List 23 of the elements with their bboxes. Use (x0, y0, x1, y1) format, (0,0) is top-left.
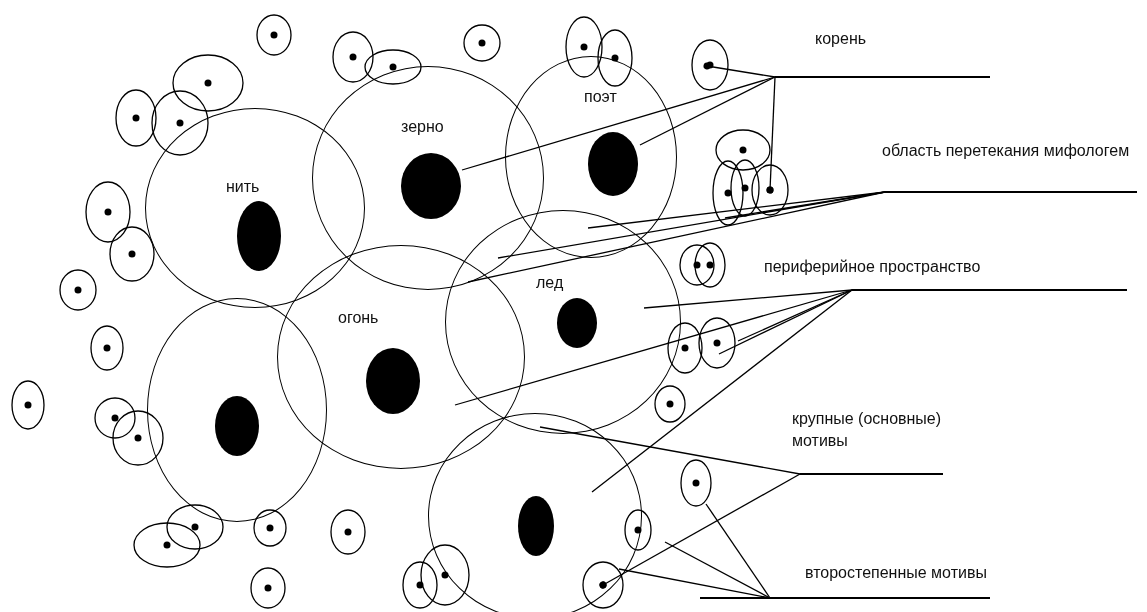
leader-line (705, 503, 771, 599)
leader-line (599, 473, 801, 589)
leader-line (766, 76, 776, 194)
motif-label: зерно (401, 119, 444, 135)
motif-label: нить (226, 179, 260, 195)
motif-label: лед (536, 275, 564, 291)
leader-line (664, 541, 771, 599)
leader-line (591, 289, 853, 493)
motif-label: огонь (338, 310, 379, 326)
motif-label: поэт (584, 89, 617, 105)
leader-line (454, 289, 853, 406)
leader-line (643, 289, 853, 309)
leader-line (539, 426, 801, 475)
leader-line (703, 62, 776, 78)
callout-label: периферийное пространство (764, 257, 982, 277)
leader-line (724, 191, 886, 219)
motif-circle (505, 56, 677, 258)
callout-label: корень (815, 29, 868, 49)
leader-line (461, 76, 776, 171)
callout-label: область перетекания мифологем (882, 141, 1131, 161)
callout-label: крупные (основные) мотивы (792, 409, 943, 451)
leader-line (639, 76, 776, 146)
callout-label: второстепенные мотивы (805, 563, 988, 583)
